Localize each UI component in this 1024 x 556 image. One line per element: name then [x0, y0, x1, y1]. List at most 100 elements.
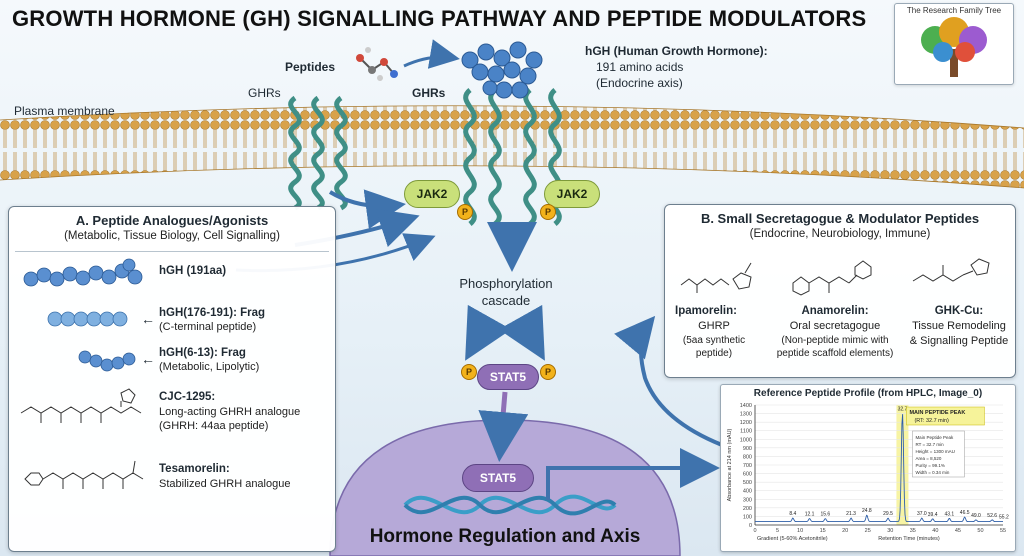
panel-a-item-desc2: (GHRH: 44aa peptide)	[159, 420, 269, 432]
peak-label: 12.1	[805, 512, 815, 518]
arrow-peptide-to-hgh	[403, 39, 460, 69]
hplc-chart: Reference Peptide Profile (from HPLC, Im…	[720, 384, 1016, 552]
peak-label: 24.8	[862, 508, 872, 514]
panel-b-title: B. Small Secretagogue & Modulator Peptid…	[700, 211, 980, 226]
ipamorelin-structure-icon	[680, 262, 752, 293]
hgh-chain-icon	[23, 258, 143, 287]
main-peak-callout: MAIN PEPTIDE PEAK	[909, 410, 965, 416]
peak-label: 39.4	[928, 512, 938, 518]
cascade-line1: Phosphorylation	[459, 276, 553, 291]
peak-info-line: Width = 0.34 min	[915, 470, 949, 475]
y-tick-label: 400	[743, 489, 752, 495]
peak-label: 52.6	[987, 513, 997, 519]
stat5-nucleus: STAT5	[462, 464, 534, 492]
ghr-receptor-center	[463, 88, 562, 226]
plasma-membrane	[0, 105, 1024, 189]
peak-label: 32.7	[898, 407, 908, 413]
y-tick-label: 1400	[740, 403, 752, 409]
y-tick-label: 600	[743, 472, 752, 478]
x-tick-label: 10	[797, 528, 803, 534]
y-tick-label: 1300	[740, 412, 752, 418]
peak-info-line: Area = 8,520	[915, 456, 941, 461]
y-tick-label: 800	[743, 454, 752, 460]
phosphate-badge: P	[457, 204, 473, 220]
peak-label: 55.2	[999, 515, 1009, 521]
logo-text: The Research Family Tree	[906, 6, 1002, 15]
panel-a: A. Peptide Analogues/Agonists (Metabolic…	[8, 206, 336, 552]
main-peak-rt: (RT: 32.7 min)	[914, 418, 949, 424]
panel-a-item-desc: (Metabolic, Lipolytic)	[159, 361, 260, 373]
y-tick-label: 200	[743, 506, 752, 512]
panel-a-subtitle: (Metabolic, Tissue Biology, Cell Signall…	[64, 230, 280, 242]
x-tick-label: 40	[932, 528, 938, 534]
peak-label: 21.3	[846, 511, 856, 517]
peak-label: 49.0	[971, 513, 981, 519]
panel-a-item-name: hGH(6-13): Frag	[159, 347, 246, 359]
panel-a-item-name: CJC-1295:	[159, 391, 216, 403]
jak2-right: JAK2	[544, 180, 600, 208]
logo: The Research Family Tree	[894, 3, 1014, 85]
x-tick-label: 35	[910, 528, 916, 534]
panel-a-item-name: hGH(176-191): Frag	[159, 307, 266, 319]
phosphate-badge: P	[540, 364, 556, 380]
panel-a-item-desc: Stabilized GHRH analogue	[159, 478, 291, 490]
arrow-nucleus-to-chart	[546, 448, 720, 500]
panel-b-item-line2: (Non-peptide mimic with	[781, 335, 889, 346]
peak-info-line: Purity = 99.1%	[915, 463, 944, 468]
plasma-membrane-label: Plasma membrane	[14, 104, 115, 118]
y-tick-label: 500	[743, 480, 752, 486]
panel-a-item-desc: Long-acting GHRH analogue	[159, 406, 301, 418]
x-tick-label: 20	[842, 528, 848, 534]
x-tick-label: 30	[887, 528, 893, 534]
panel-b-item-line2: & Signalling Peptide	[909, 335, 1009, 347]
y-tick-label: 1000	[740, 437, 752, 443]
x-tick-label: 0	[753, 528, 756, 534]
peak-info-legend	[912, 430, 965, 478]
ghrs-left-label: GHRs	[248, 86, 281, 100]
x-tick-label: 55	[1000, 528, 1006, 534]
cjc1295-structure-icon	[20, 388, 142, 423]
phosphate-badge: P	[540, 204, 556, 220]
panel-b-item-line1: Oral secretagogue	[789, 320, 881, 332]
anamorelin-structure-icon	[792, 260, 872, 296]
hgh-line1-label: 191 amino acids	[596, 60, 684, 74]
panel-b-item-line2: (5aa synthetic	[682, 335, 746, 346]
hgh-molecule	[461, 41, 543, 99]
arrow-left-icon: ←	[141, 351, 155, 367]
ghrs-center-label: GHRs	[412, 86, 446, 100]
chromatogram-trace	[755, 414, 1003, 523]
small-fragment-icon	[78, 350, 136, 372]
fragment-chain-icon	[47, 311, 128, 327]
ghk-cu-structure-icon	[912, 258, 990, 282]
panel-b-item-line3: peptide)	[695, 348, 733, 359]
y-tick-label: 1100	[740, 429, 752, 435]
y-tick-label: 900	[743, 446, 752, 452]
y-tick-label: 100	[743, 514, 752, 520]
panel-a-item-name: Tesamorelin:	[159, 463, 230, 475]
arrow-left-icon: ←	[141, 311, 155, 327]
peak-info-line: Height = 1300 mAU	[915, 449, 954, 454]
arrow-ghr-to-jak2	[328, 189, 406, 229]
panel-b-item-line1: GHRP	[698, 320, 730, 332]
y-tick-label: 300	[743, 497, 752, 503]
hplc-plot: 0100200300400500600700800900100011001200…	[727, 403, 1009, 542]
tree-icon	[921, 17, 987, 77]
x-tick-label: 5	[776, 528, 779, 534]
page-title: GROWTH HORMONE (GH) SIGNALLING PATHWAY A…	[12, 6, 867, 31]
x-tick-label: 45	[955, 528, 961, 534]
y-axis-label: Absorbance at 214 nm (mAU)	[727, 428, 733, 501]
peak-label: 8.4	[789, 511, 796, 517]
ghr-receptor-left	[288, 95, 348, 211]
nucleus-label: Hormone Regulation and Axis	[369, 526, 641, 547]
panel-a-item-name: hGH (191aa)	[159, 265, 227, 277]
x-tick-label: 15	[820, 528, 826, 534]
panel-b-item-name: GHK-Cu:	[934, 305, 984, 317]
peak-info-line: RT = 32.7 min	[915, 442, 944, 447]
peak-label: 15.6	[820, 512, 830, 518]
panel-b-item-line3: peptide scaffold elements)	[776, 348, 894, 359]
stat5-cytoplasm: STAT5	[477, 364, 539, 390]
chart-title: Reference Peptide Profile (from HPLC, Im…	[753, 388, 983, 399]
peak-info-line: Main Peptide Peak	[915, 435, 954, 440]
x-axis-label: Retention Time (minutes)	[878, 536, 940, 542]
